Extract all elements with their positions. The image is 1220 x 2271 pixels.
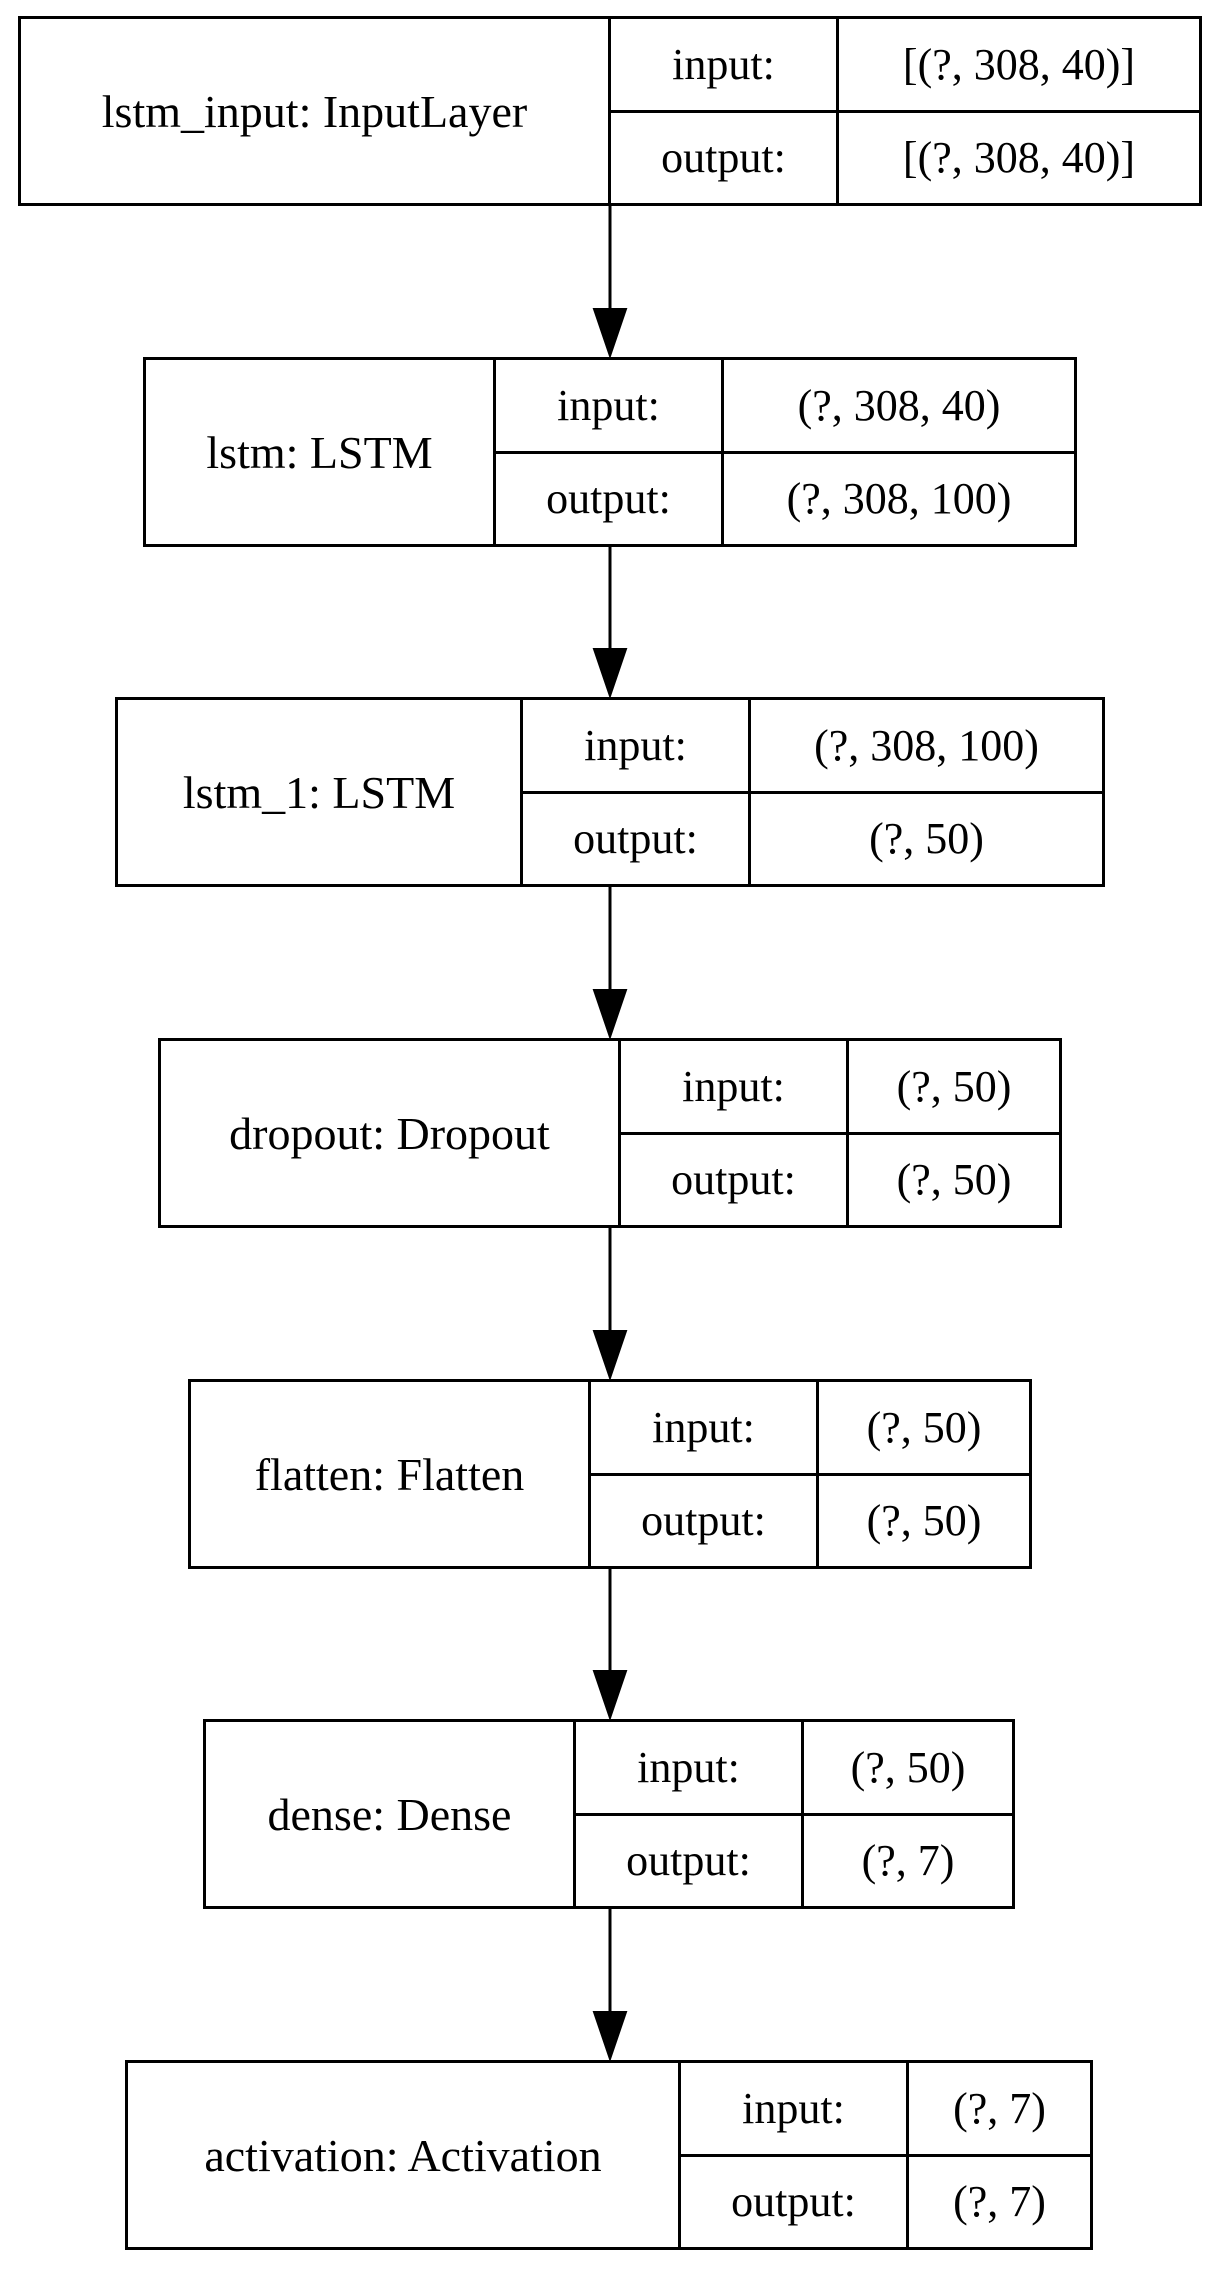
output-row: output: (?, 7) — [681, 2153, 1090, 2247]
layer-name: dropout: Dropout — [161, 1041, 621, 1225]
output-shape: (?, 7) — [953, 2177, 1046, 2227]
output-shape: (?, 50) — [869, 814, 984, 864]
arrow-head-icon — [592, 308, 628, 360]
input-row: input: (?, 50) — [576, 1722, 1012, 1813]
input-shape: (?, 50) — [850, 1742, 966, 1792]
layer-name: lstm: LSTM — [146, 360, 496, 544]
output-label: output: — [523, 793, 751, 884]
output-shape: (?, 7) — [861, 1836, 955, 1886]
arrow-head-icon — [592, 648, 628, 700]
output-row: output: (?, 50) — [621, 1131, 1059, 1225]
input-shape: (?, 308, 100) — [814, 720, 1039, 770]
layer-ports: input: (?, 50) output: (?, 7) — [576, 1722, 1012, 1906]
output-label: output: — [591, 1475, 819, 1566]
input-label: input: — [496, 360, 724, 451]
layer-name: dense: Dense — [206, 1722, 576, 1906]
output-shape: (?, 50) — [896, 1155, 1012, 1205]
output-shape: [(?, 308, 40)] — [902, 133, 1136, 183]
output-row: output: [(?, 308, 40)] — [611, 109, 1199, 203]
input-row: input: [(?, 308, 40)] — [611, 19, 1199, 110]
input-shape: (?, 50) — [896, 1061, 1012, 1111]
layer-name: activation: Activation — [128, 2063, 681, 2247]
layer-ports: input: (?, 50) output: (?, 50) — [621, 1041, 1059, 1225]
layer-name: lstm_input: InputLayer — [21, 19, 611, 203]
input-shape: (?, 50) — [866, 1402, 982, 1452]
input-row: input: (?, 50) — [591, 1382, 1029, 1473]
arrow-head-icon — [592, 2011, 628, 2063]
output-row: output: (?, 7) — [576, 1812, 1012, 1906]
layer-ports: input: (?, 50) output: (?, 50) — [591, 1382, 1029, 1566]
input-label: input: — [611, 19, 839, 110]
input-shape: [(?, 308, 40)] — [902, 39, 1136, 89]
output-label: output: — [621, 1134, 849, 1225]
layer-ports: input: (?, 7) output: (?, 7) — [681, 2063, 1090, 2247]
layer-name: lstm_1: LSTM — [118, 700, 523, 884]
input-row: input: (?, 50) — [621, 1041, 1059, 1132]
layer-ports: input: (?, 308, 100) output: (?, 50) — [523, 700, 1102, 884]
output-label: output: — [576, 1815, 804, 1906]
output-label: output: — [496, 453, 724, 544]
output-row: output: (?, 308, 100) — [496, 450, 1074, 544]
output-shape: (?, 308, 100) — [786, 474, 1012, 524]
layer-ports: input: (?, 308, 40) output: (?, 308, 100) — [496, 360, 1074, 544]
output-row: output: (?, 50) — [591, 1472, 1029, 1566]
arrow-head-icon — [592, 1330, 628, 1382]
input-shape: (?, 308, 40) — [797, 380, 1001, 430]
arrow-head-icon — [592, 989, 628, 1041]
input-label: input: — [576, 1722, 804, 1813]
input-label: input: — [591, 1382, 819, 1473]
layer-ports: input: [(?, 308, 40)] output: [(?, 308, 40)… — [611, 19, 1199, 203]
input-label: input: — [523, 700, 751, 791]
output-label: output: — [681, 2156, 909, 2247]
arrow-head-icon — [592, 1670, 628, 1722]
output-row: output: (?, 50) — [523, 790, 1102, 884]
input-label: input: — [681, 2063, 909, 2154]
input-label: input: — [621, 1041, 849, 1132]
input-row: input: (?, 308, 100) — [523, 700, 1102, 791]
output-label: output: — [611, 112, 839, 203]
input-row: input: (?, 7) — [681, 2063, 1090, 2154]
layer-name: flatten: Flatten — [191, 1382, 591, 1566]
input-shape: (?, 7) — [953, 2083, 1046, 2133]
output-shape: (?, 50) — [866, 1496, 982, 1546]
input-row: input: (?, 308, 40) — [496, 360, 1074, 451]
